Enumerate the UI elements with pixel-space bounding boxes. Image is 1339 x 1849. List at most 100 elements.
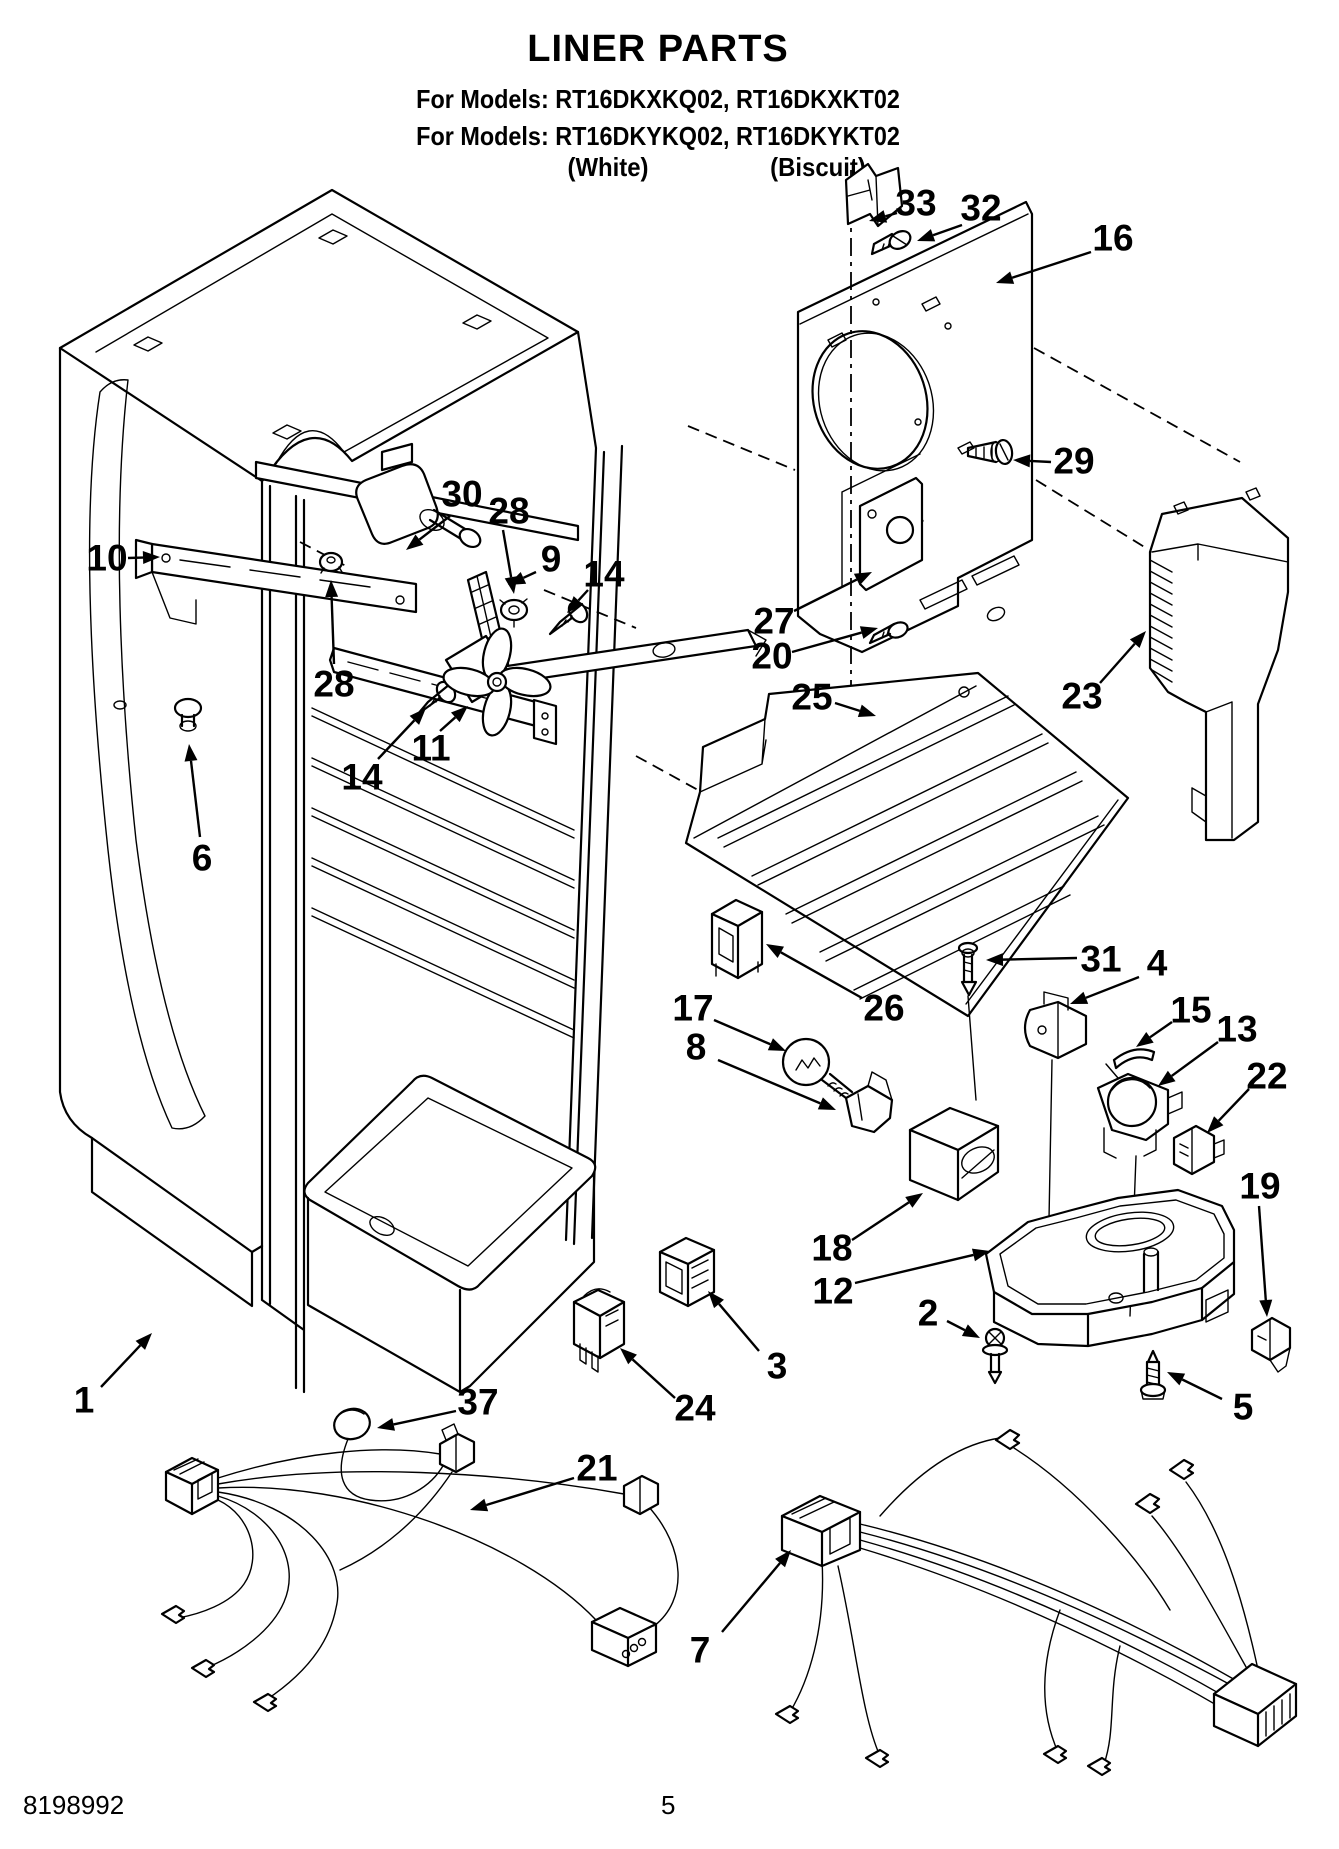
callout-3: 3 <box>708 1291 787 1387</box>
callout-2: 2 <box>918 1293 980 1338</box>
part-14-screw <box>548 600 589 636</box>
svg-text:9: 9 <box>541 539 562 580</box>
svg-text:13: 13 <box>1216 1009 1257 1050</box>
svg-text:22: 22 <box>1246 1056 1287 1097</box>
part-28-washer <box>499 598 529 628</box>
part-25-evaporator-cover <box>684 671 1130 1018</box>
svg-text:10: 10 <box>86 538 127 579</box>
svg-text:33: 33 <box>895 183 936 224</box>
callout-10: 10 <box>86 538 160 579</box>
svg-text:27: 27 <box>753 601 794 642</box>
callout-20: 20 <box>751 626 878 677</box>
callout-24: 24 <box>620 1348 716 1429</box>
svg-text:16: 16 <box>1092 218 1133 259</box>
page-number: 5 <box>661 1790 676 1820</box>
part-15-clip <box>1112 1048 1156 1070</box>
callout-26: 26 <box>766 944 905 1029</box>
part-16-rear-air-panel <box>635 170 1241 791</box>
callout-6: 6 <box>184 744 213 879</box>
callout-19: 19 <box>1239 1166 1281 1317</box>
part-13-thermostat-control <box>1096 1063 1183 1317</box>
page-title: LINER PARTS <box>527 28 789 70</box>
svg-text:5: 5 <box>1233 1387 1254 1428</box>
callout-27: 27 <box>753 572 872 642</box>
callout-30: 30 <box>406 474 483 550</box>
svg-text:6: 6 <box>192 838 213 879</box>
callout-1: 1 <box>74 1333 152 1421</box>
callout-12: 12 <box>812 1248 990 1312</box>
callout-14: 14 <box>341 708 426 798</box>
part-23-air-duct <box>1148 487 1290 842</box>
part-24-terminal-cover <box>572 1288 626 1373</box>
part-21-wire-harness <box>160 1423 679 1713</box>
callout-17: 17 <box>672 988 786 1051</box>
svg-text:28: 28 <box>488 491 529 532</box>
svg-text:14: 14 <box>583 554 625 595</box>
document-number: 8198992 <box>23 1790 125 1820</box>
callout-33: 33 <box>869 183 937 224</box>
callout-5: 5 <box>1167 1372 1253 1428</box>
callout-8: 8 <box>686 1027 836 1110</box>
svg-text:15: 15 <box>1170 990 1211 1031</box>
svg-text:14: 14 <box>341 757 383 798</box>
svg-text:31: 31 <box>1080 939 1121 980</box>
part-29-screw <box>966 438 1014 466</box>
svg-text:8: 8 <box>686 1027 707 1068</box>
callout-25: 25 <box>791 677 876 718</box>
part-33-clip-bracket <box>844 162 904 228</box>
models-line-2: For Models: RT16DKYKQ02, RT16DKYKT02 <box>416 121 900 151</box>
part-2-screw <box>981 1327 1009 1385</box>
part-4-defrost-thermostat <box>1023 991 1088 1273</box>
callout-7: 7 <box>690 1550 791 1671</box>
callout-28: 28 <box>488 491 530 594</box>
callout-23: 23 <box>1061 631 1146 717</box>
svg-text:17: 17 <box>672 988 713 1029</box>
svg-text:32: 32 <box>960 188 1001 229</box>
svg-text:7: 7 <box>690 1630 711 1671</box>
part-7-wire-harness <box>774 1428 1298 1777</box>
callout-32: 32 <box>917 188 1002 242</box>
part-18-lamp-shield <box>908 1106 1000 1202</box>
part-10-support-bracket <box>134 538 418 625</box>
svg-text:24: 24 <box>674 1388 716 1429</box>
callout-18: 18 <box>811 1193 923 1269</box>
callout-9: 9 <box>508 539 562 585</box>
part-26-air-baffle <box>710 898 764 980</box>
part-17-light-bulb <box>781 1037 859 1106</box>
svg-text:37: 37 <box>457 1382 498 1423</box>
svg-text:3: 3 <box>767 1346 788 1387</box>
callout-37: 37 <box>377 1382 499 1431</box>
part-5-screw <box>1139 1349 1167 1400</box>
part-30-evaporator-fan-motor <box>355 442 482 549</box>
svg-text:12: 12 <box>812 1271 853 1312</box>
part-37-damper-disc <box>333 1407 445 1502</box>
part-12-drain-pan <box>984 1188 1236 1348</box>
callout-14: 14 <box>567 554 625 613</box>
part-19-connector <box>1250 1316 1292 1373</box>
svg-text:19: 19 <box>1239 1166 1280 1207</box>
svg-text:25: 25 <box>791 677 832 718</box>
callout-28: 28 <box>313 580 355 705</box>
part-28-grommet <box>318 551 344 574</box>
part-6-plug-button <box>173 697 203 732</box>
callout-22: 22 <box>1207 1056 1288 1133</box>
svg-text:11: 11 <box>411 728 450 769</box>
callout-21: 21 <box>470 1448 618 1512</box>
callout-16: 16 <box>996 218 1134 284</box>
part-22-switch <box>1172 1124 1225 1176</box>
finish-label-white: (White) <box>567 152 649 182</box>
svg-text:2: 2 <box>918 1293 939 1334</box>
part-32-screw <box>870 230 912 256</box>
models-line-1: For Models: RT16DKXKQ02, RT16DKXKT02 <box>416 84 900 114</box>
svg-text:23: 23 <box>1061 676 1102 717</box>
callout-29: 29 <box>1013 441 1095 482</box>
part-8-lamp-socket <box>844 1071 894 1134</box>
callout-11: 11 <box>411 706 468 769</box>
svg-text:21: 21 <box>576 1448 617 1489</box>
svg-text:1: 1 <box>74 1380 95 1421</box>
svg-text:26: 26 <box>863 988 904 1029</box>
part-31-push-rivet <box>957 941 979 1101</box>
